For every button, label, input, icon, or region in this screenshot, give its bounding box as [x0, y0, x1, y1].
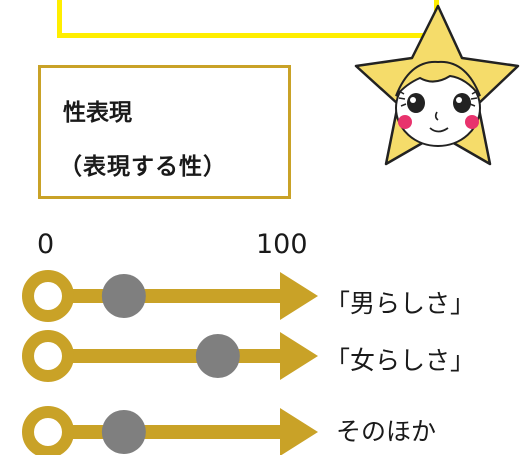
scale-max-label: 100	[256, 229, 308, 260]
slider-origin-ring-femininity	[22, 330, 74, 382]
star-girl-icon	[354, 4, 520, 166]
slider-label-other: そのほか	[336, 417, 437, 446]
slider-label-femininity: 「女らしさ」	[325, 346, 476, 375]
slider-arrowhead-femininity	[280, 332, 318, 380]
right-eye	[453, 90, 478, 113]
slider-origin-ring-masculinity	[22, 270, 74, 322]
knob-masculinity[interactable]	[101, 274, 146, 318]
slider-label-masculinity: 「男らしさ」	[325, 289, 476, 318]
panel-title: 性表現	[63, 100, 132, 126]
panel-subtitle: （表現する性）	[59, 154, 227, 180]
knob-femininity[interactable]	[195, 334, 240, 378]
gender-expression-panel: 性表現 （表現する性）	[38, 65, 291, 199]
scale-min-label: 0	[37, 229, 55, 260]
slider-origin-ring-other	[22, 406, 74, 455]
left-eye	[398, 90, 425, 113]
slider-arrowhead-other	[280, 408, 318, 455]
knob-other[interactable]	[101, 410, 146, 454]
slider-arrowhead-masculinity	[280, 272, 318, 320]
